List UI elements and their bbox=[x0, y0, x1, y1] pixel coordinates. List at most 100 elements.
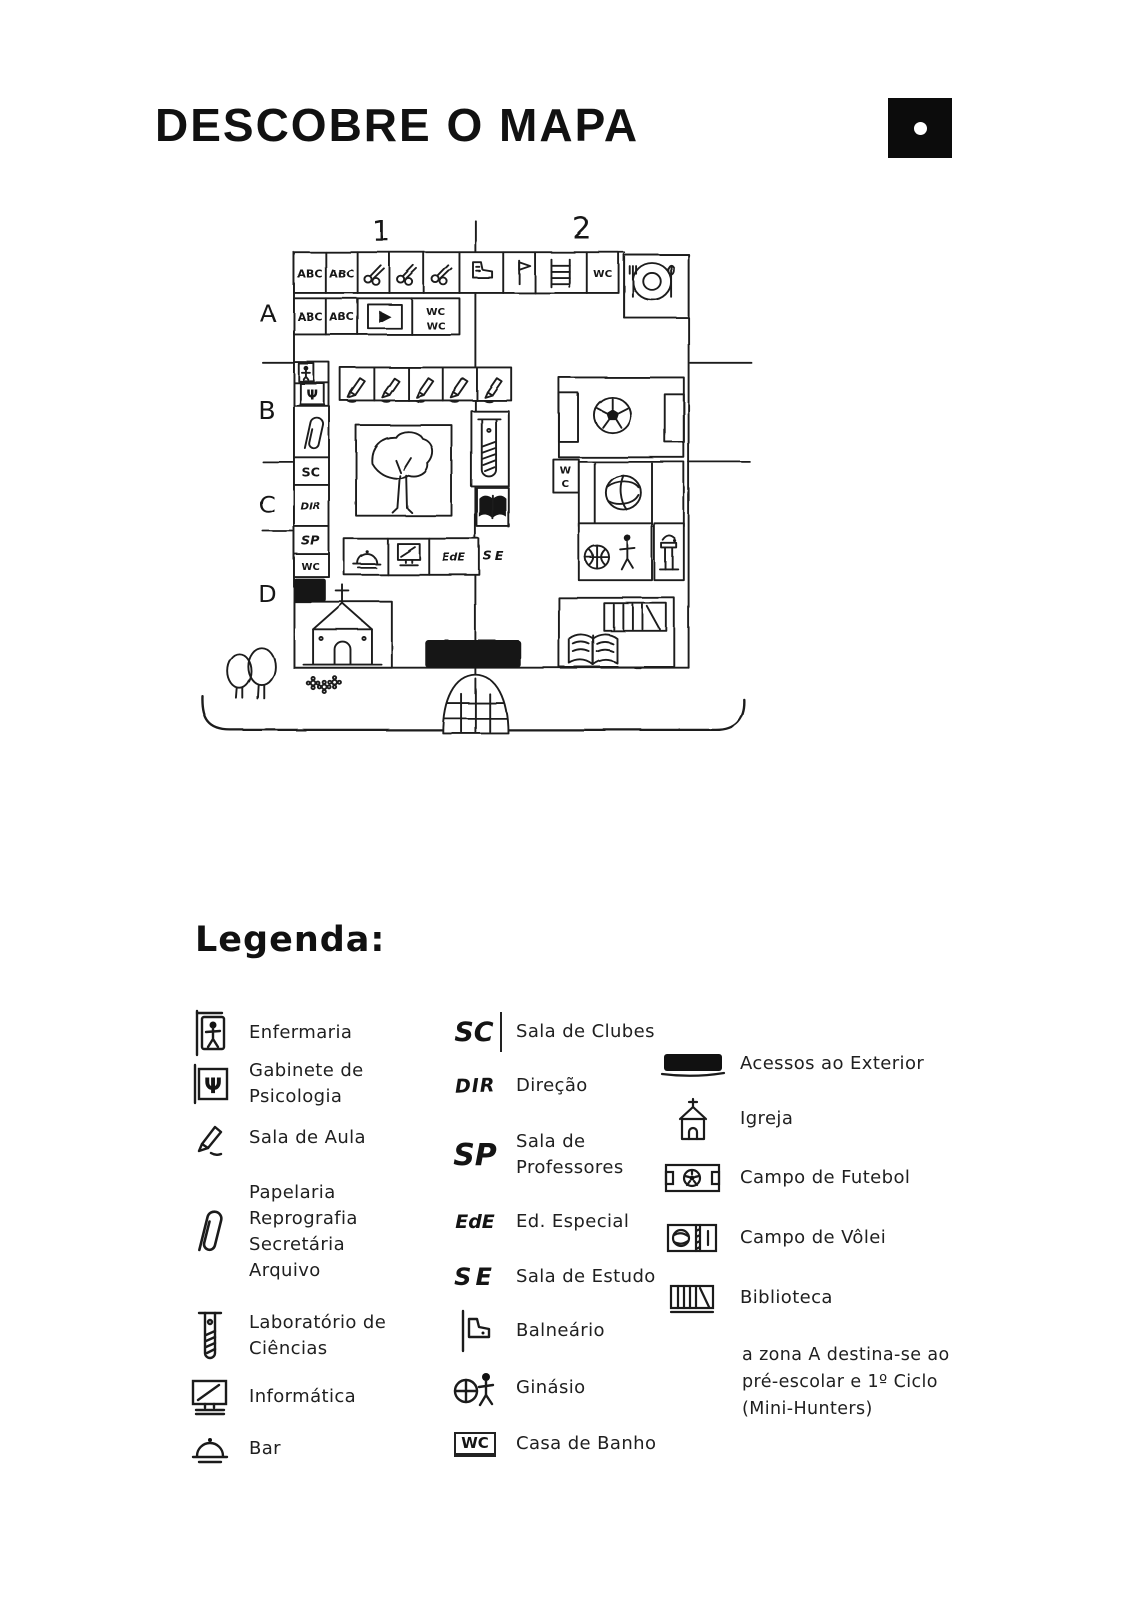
ede-symbol: EdE bbox=[455, 1211, 495, 1233]
legend-label: Ed. Especial bbox=[516, 1210, 630, 1232]
legend-label: Enfermaria bbox=[249, 1021, 353, 1043]
legend-item-ginasio: Ginásio bbox=[448, 1364, 673, 1412]
bookshelf-icon bbox=[603, 602, 668, 632]
corner-marker-icon bbox=[888, 98, 952, 158]
exterior-access-mark bbox=[293, 578, 326, 602]
map-row-label: D bbox=[258, 580, 276, 608]
legend-label: Sala de Clubes bbox=[516, 1020, 655, 1042]
legend-label: Sala de Estudo bbox=[516, 1265, 656, 1287]
legend-label: Papelaria Reprografia Secretária Arquivo bbox=[249, 1182, 358, 1282]
wc-label: WC bbox=[426, 307, 445, 318]
paperclip-icon bbox=[303, 416, 324, 450]
exterior-access-icon bbox=[660, 1050, 726, 1078]
map-row-label: B bbox=[258, 396, 275, 424]
left-services-column: Ψ SC DIR SP WC bbox=[293, 361, 330, 579]
library-icon bbox=[660, 1282, 726, 1314]
legend-column-1: Enfermaria Ψ Gabinete de Psicologia Sala… bbox=[185, 1008, 450, 1470]
legend-item-sala-de-clubes: SC Sala de Clubes bbox=[448, 1008, 673, 1056]
legend-item-papelaria: Papelaria Reprografia Secretária Arquivo bbox=[185, 1176, 450, 1288]
craft-room-icon bbox=[431, 264, 453, 286]
legend-item-biblioteca: Biblioteca bbox=[660, 1278, 960, 1318]
computer-icon bbox=[396, 543, 421, 566]
exterior-access-mark bbox=[425, 640, 521, 668]
legend-item-sala-de-estudo: SE Sala de Estudo bbox=[448, 1254, 673, 1300]
legend-item-balneario: Balneário bbox=[448, 1306, 673, 1356]
legend-label: Campo de Futebol bbox=[740, 1166, 911, 1188]
corner-dot bbox=[913, 121, 927, 135]
wc-letter: C bbox=[561, 479, 569, 490]
bottom-services-block: EdE bbox=[343, 537, 481, 576]
school-map: ABC ABC bbox=[201, 212, 753, 734]
gym-icon bbox=[448, 1368, 502, 1408]
legend-label: Campo de Vôlei bbox=[740, 1226, 887, 1248]
volleyball-icon bbox=[604, 474, 642, 511]
map-column-label: 1 bbox=[372, 215, 390, 247]
courtyard bbox=[355, 424, 453, 517]
church-block bbox=[293, 583, 393, 669]
map-row-label: A bbox=[260, 301, 276, 329]
legend-item-casa-de-banho: WC Casa de Banho bbox=[448, 1422, 673, 1466]
open-book-icon bbox=[568, 633, 618, 666]
test-tube-icon bbox=[185, 1308, 235, 1364]
boot-icon bbox=[472, 261, 494, 279]
legend-label: Igreja bbox=[740, 1107, 794, 1129]
test-tube-icon bbox=[476, 417, 502, 478]
abc-label: ABC bbox=[329, 311, 354, 324]
wc-symbol: WC bbox=[454, 1431, 496, 1457]
craft-room-icon bbox=[363, 264, 385, 286]
se-label: SE bbox=[483, 548, 506, 563]
church-icon bbox=[302, 583, 383, 666]
book-room bbox=[476, 487, 510, 528]
legend-item-igreja: Igreja bbox=[660, 1094, 960, 1144]
legend-label: Acessos ao Exterior bbox=[740, 1052, 925, 1074]
sc-symbol: SC bbox=[454, 1016, 494, 1048]
library-block bbox=[557, 596, 676, 668]
craft-room-icon bbox=[396, 264, 418, 286]
row-a-outer-strip: ABC ABC bbox=[293, 251, 620, 294]
legend-label: Bar bbox=[249, 1438, 281, 1460]
legend-item-sala-de-aula: Sala de Aula bbox=[185, 1116, 450, 1160]
abc-label: ABC bbox=[297, 311, 322, 324]
legend-item-psicologia: Ψ Gabinete de Psicologia bbox=[185, 1058, 450, 1110]
legend-item-ed-especial: EdE Ed. Especial bbox=[448, 1200, 673, 1244]
legend-label: Biblioteca bbox=[740, 1286, 833, 1308]
dir-symbol: DIR bbox=[454, 1074, 496, 1098]
cafeteria-room bbox=[623, 253, 690, 319]
wall-bars-icon bbox=[550, 258, 571, 288]
psi-symbol: Ψ bbox=[307, 389, 318, 404]
legend-column-3: Acessos ao Exterior Igreja Campo de Fute… bbox=[660, 1042, 960, 1318]
science-lab-room bbox=[470, 410, 510, 488]
legend-label: Balneário bbox=[516, 1319, 605, 1341]
plate-cutlery-icon bbox=[628, 262, 675, 301]
football-field-icon bbox=[660, 1161, 726, 1195]
wc-cell: W C bbox=[552, 458, 580, 494]
bar-icon bbox=[352, 550, 381, 569]
abc-label: ABC bbox=[297, 268, 322, 281]
volleyball-court bbox=[577, 460, 685, 528]
water-fountain-room bbox=[653, 522, 685, 582]
flowers-icon bbox=[305, 675, 342, 694]
legend-label: Casa de Banho bbox=[516, 1432, 657, 1454]
legend-label: Sala de Aula bbox=[249, 1127, 366, 1149]
legend-item-campo-volei: Campo de Vôlei bbox=[660, 1216, 960, 1260]
wc-label: WC bbox=[593, 269, 612, 280]
person-icon bbox=[619, 534, 636, 571]
ede-label: EdE bbox=[442, 551, 466, 564]
legend-item-laboratorio: Laboratório de Ciências bbox=[185, 1306, 450, 1366]
dir-label: DIR bbox=[301, 502, 321, 513]
legend-item-enfermaria: Enfermaria bbox=[185, 1008, 450, 1058]
legend-item-sala-de-professores: SP Sala de Professores bbox=[448, 1124, 673, 1186]
wc-label: WC bbox=[302, 562, 320, 573]
gym-room bbox=[577, 522, 653, 582]
legend-label: Sala de Professores bbox=[516, 1130, 624, 1178]
trees-icon bbox=[226, 646, 276, 700]
abc-label: ABC bbox=[329, 268, 354, 281]
entrance-gate-icon bbox=[441, 673, 509, 734]
row-a-inner-strip: ABC ABC WC WC bbox=[293, 297, 461, 336]
psi-symbol: Ψ bbox=[204, 1074, 222, 1098]
sp-symbol: SP bbox=[453, 1137, 497, 1173]
tree-icon bbox=[370, 430, 434, 514]
map-column-label: 2 bbox=[572, 212, 591, 246]
pencil-icon bbox=[185, 1120, 235, 1157]
